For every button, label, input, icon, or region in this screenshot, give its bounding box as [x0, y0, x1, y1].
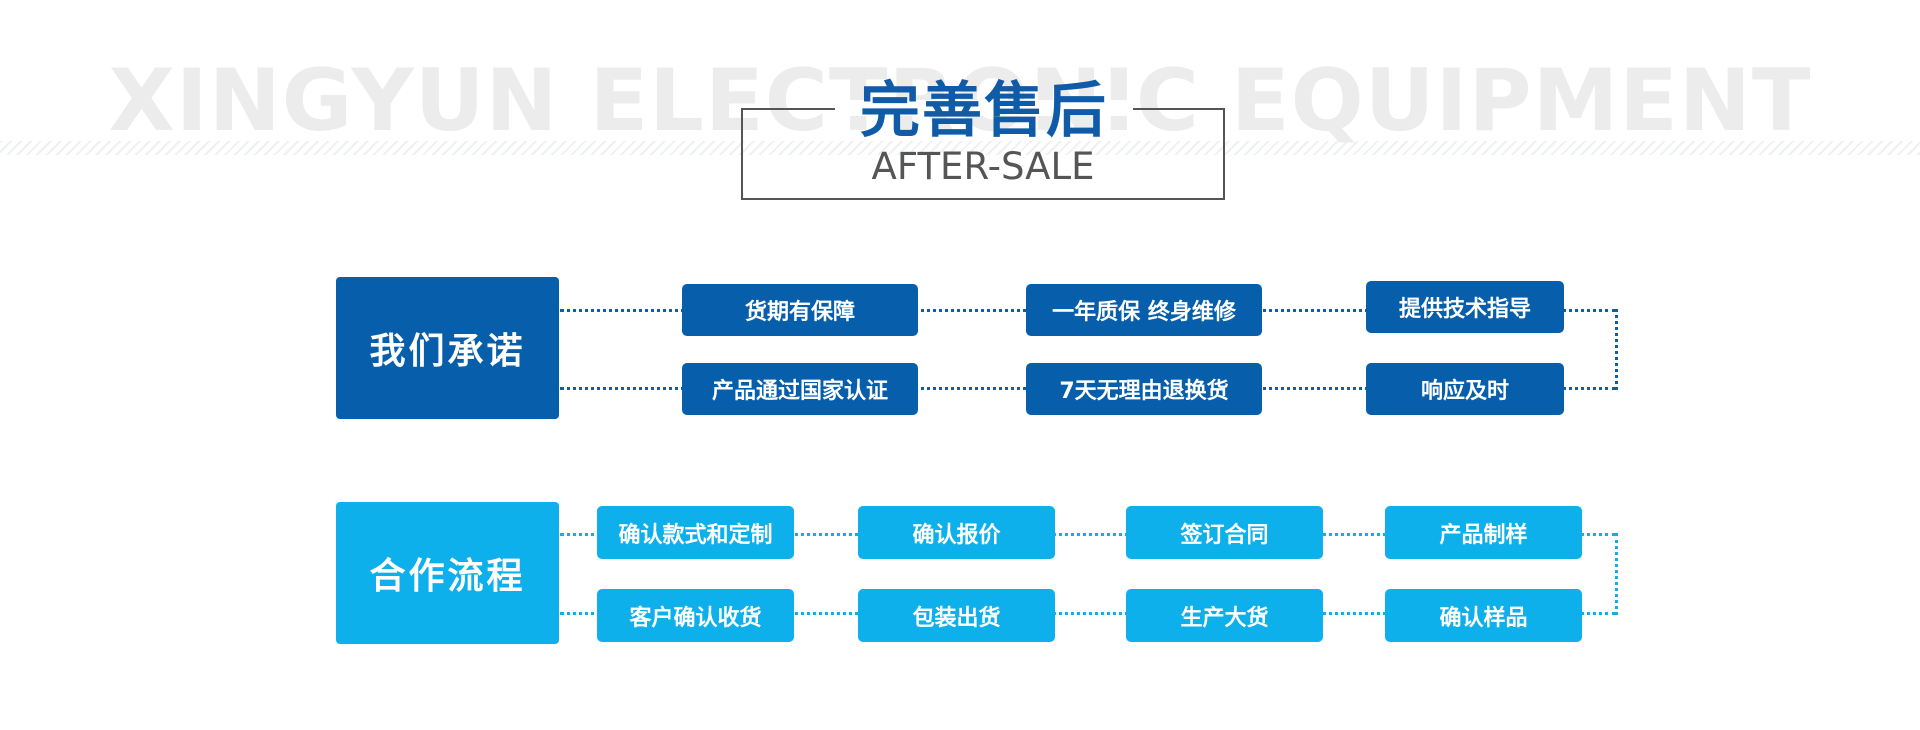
promise-item: 7天无理由退换货: [1026, 363, 1262, 415]
promise-item: 提供技术指导: [1366, 281, 1564, 333]
page-subtitle: AFTER-SALE: [871, 145, 1095, 188]
promise-item: 一年质保 终身维修: [1026, 284, 1262, 336]
connector-line: [1615, 533, 1618, 615]
page-title: 完善售后: [860, 76, 1108, 146]
process-step: 确认样品: [1385, 589, 1582, 642]
connector-line: [1615, 309, 1618, 390]
promise-item: 货期有保障: [682, 284, 918, 336]
promise-item: 响应及时: [1366, 363, 1564, 415]
decorative-stripe: [0, 141, 1920, 155]
process-step: 确认款式和定制: [597, 506, 794, 559]
process-step: 确认报价: [858, 506, 1055, 559]
connector-line: [560, 533, 1616, 536]
promise-label: 我们承诺: [336, 277, 559, 419]
process-step: 包装出货: [858, 589, 1055, 642]
process-label: 合作流程: [336, 502, 559, 644]
process-step: 产品制样: [1385, 506, 1582, 559]
process-step: 生产大货: [1126, 589, 1323, 642]
title-frame-gap: [835, 100, 1133, 116]
process-step: 客户确认收货: [597, 589, 794, 642]
process-step: 签订合同: [1126, 506, 1323, 559]
connector-line: [560, 612, 1616, 615]
promise-item: 产品通过国家认证: [682, 363, 918, 415]
